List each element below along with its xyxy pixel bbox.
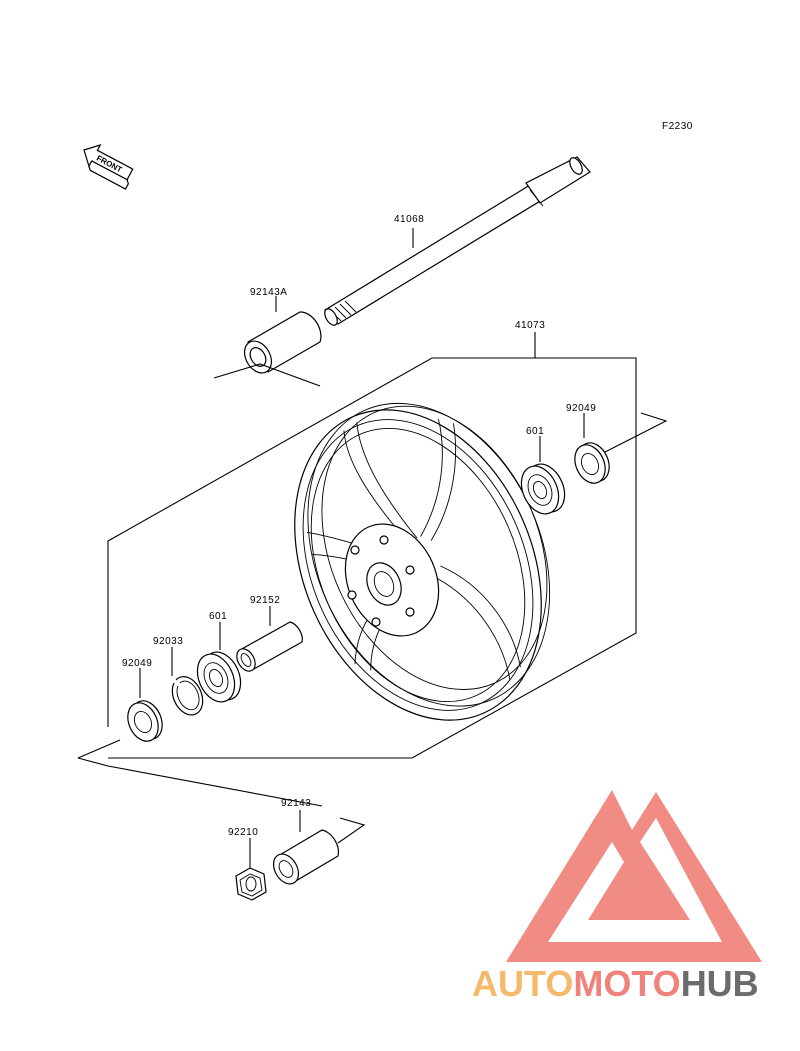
axle-41068 [324,156,591,326]
label-601-left: 601 [209,611,227,622]
collar-lower-bracket [337,817,366,844]
seal-92049-right [574,442,610,484]
watermark-logo-icon [506,790,762,962]
watermark-text: AUTOMOTOHUB [472,963,759,1004]
collar-92143A [243,311,322,374]
wheel-hub [344,523,440,637]
bearing-601-left [196,651,242,703]
seal-right-bracket [604,412,668,453]
figure-code: F2230 [662,121,693,132]
seal-left-bracket [77,739,121,759]
watermark-moto: MOTO [573,963,680,1004]
label-92033: 92033 [153,636,183,647]
watermark-hub: HUB [681,963,759,1004]
label-41073: 41073 [515,320,545,331]
bearing-601-right [520,463,566,515]
wheel-assembly-box [107,357,637,759]
label-92049-left: 92049 [122,658,152,669]
collar-upper-bracket [213,363,321,387]
label-92152: 92152 [250,595,280,606]
lower-bracket [77,757,323,807]
label-92049-right: 92049 [566,403,596,414]
front-arrow-icon: FRONT [83,144,134,190]
circlip-92033 [171,676,204,716]
label-41068: 41068 [394,214,424,225]
watermark-auto: AUTO [472,963,573,1004]
label-92210: 92210 [228,827,258,838]
collar-92152 [236,621,303,672]
collar-92143 [272,829,340,885]
nut-92210 [235,867,267,901]
label-601-right: 601 [526,426,544,437]
label-92143A: 92143A [250,287,287,298]
label-92143: 92143 [281,798,311,809]
seal-92049-left [127,700,163,742]
